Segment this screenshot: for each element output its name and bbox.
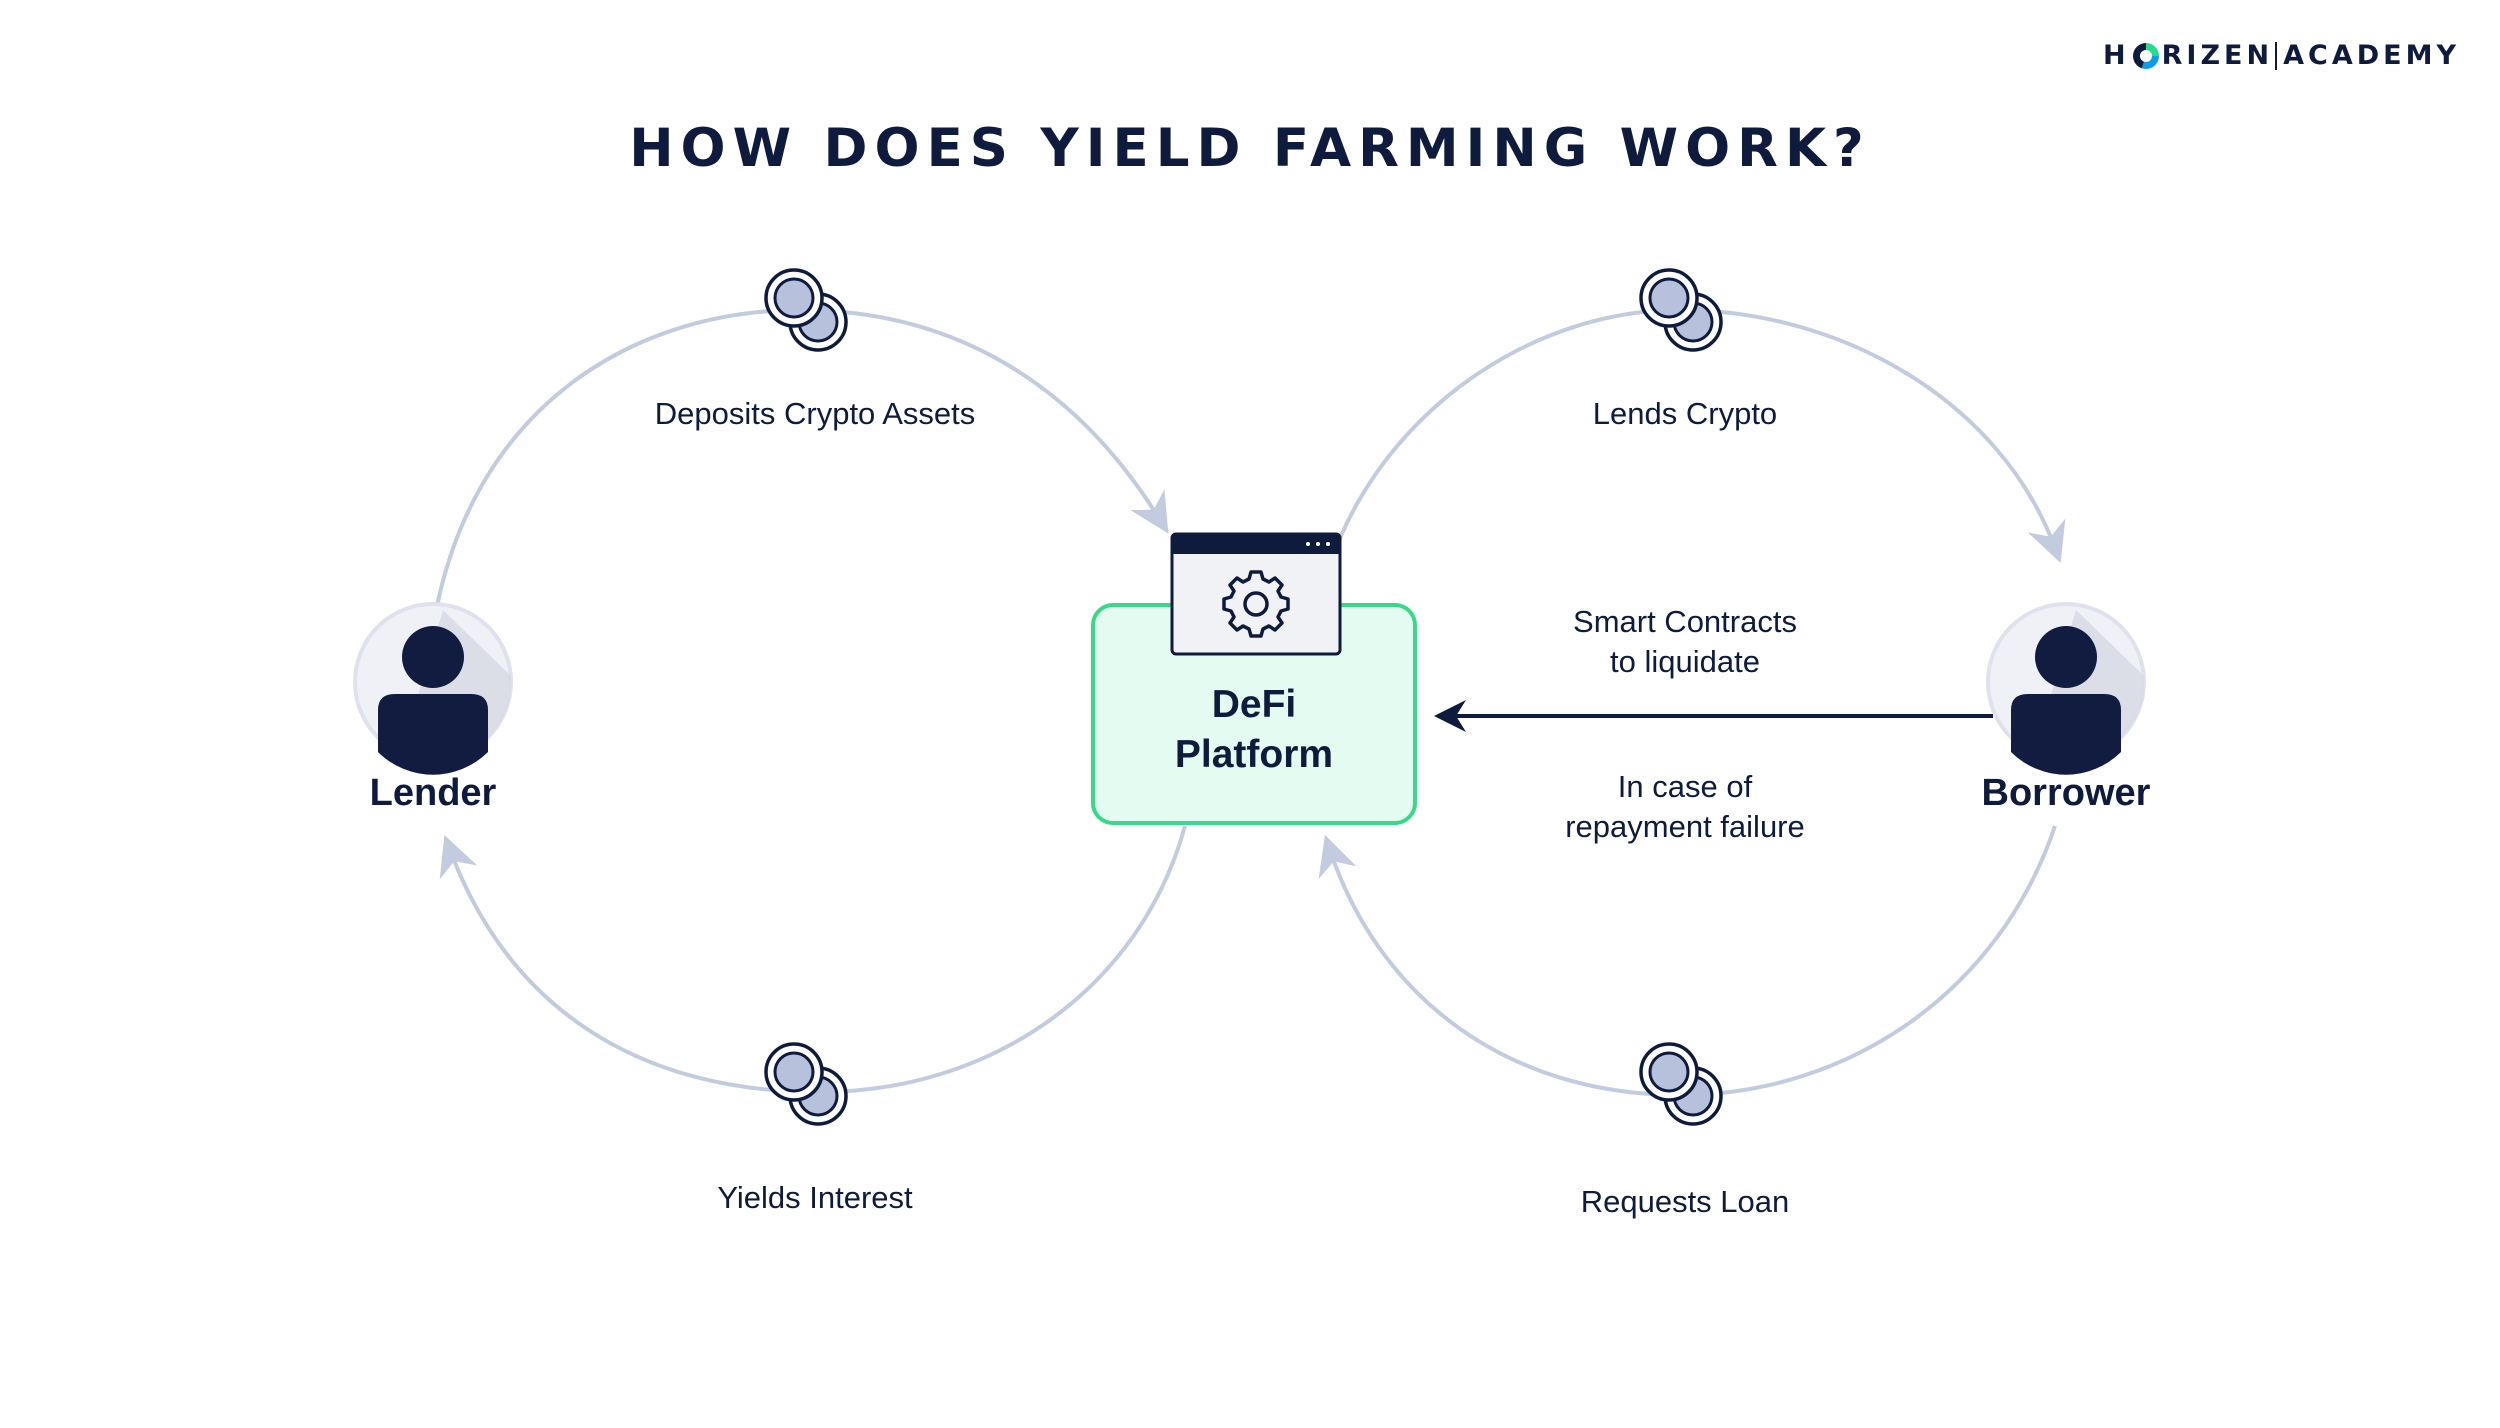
borrower-user-icon: [1986, 602, 2146, 777]
repayment-line1: In case of: [1617, 769, 1753, 804]
repayment-line2: repayment failure: [1565, 809, 1805, 844]
gear-window-icon: [1170, 532, 1342, 656]
platform-line1: DeFi: [1211, 683, 1297, 726]
horizen-o-icon: [2132, 42, 2159, 69]
logo-separator: [2275, 41, 2278, 70]
smart-contracts-line1: Smart Contracts: [1573, 604, 1797, 639]
defi-platform-label: DeFi Platform: [1091, 680, 1417, 780]
repayment-failure-label: In case of repayment failure: [1500, 767, 1870, 847]
coin-icon-lends: [1639, 268, 1723, 352]
logo-h: H: [2103, 40, 2130, 71]
logo-academy: ACADEMY: [2283, 40, 2460, 71]
smart-contracts-label: Smart Contracts to liquidate: [1500, 602, 1870, 682]
borrower-label: Borrower: [1981, 772, 2151, 814]
smart-contracts-line2: to liquidate: [1610, 644, 1760, 679]
coin-icon-yields: [764, 1042, 848, 1126]
horizen-academy-logo: H RIZEN ACADEMY: [2103, 40, 2460, 71]
deposits-label: Deposits Crypto Assets: [654, 396, 976, 431]
lender-label: Lender: [369, 772, 497, 814]
lender-user-icon: [353, 602, 513, 777]
arc-deposits: [435, 307, 1169, 607]
coin-icon-deposits: [764, 268, 848, 352]
lends-label: Lends Crypto: [1592, 396, 1778, 431]
arc-yields: [439, 825, 1187, 1095]
page-title: HOW DOES YIELD FARMING WORK?: [629, 118, 1871, 179]
coin-icon-requests: [1639, 1042, 1723, 1126]
platform-line2: Platform: [1174, 733, 1334, 776]
logo-rizen: RIZEN: [2161, 40, 2274, 71]
requests-label: Requests Loan: [1580, 1184, 1790, 1219]
yields-label: Yields Interest: [717, 1180, 913, 1215]
